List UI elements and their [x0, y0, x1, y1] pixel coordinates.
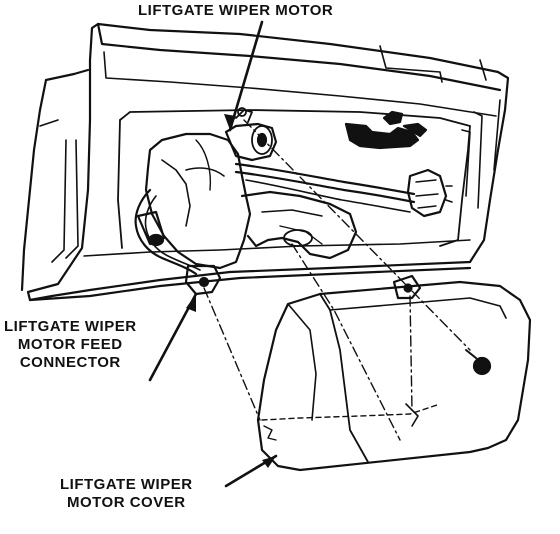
motor-bracket — [240, 190, 358, 260]
panel-left-edge — [20, 72, 76, 292]
leader-feed-arrow — [186, 294, 196, 312]
label-cover-line-2: MOTOR COVER — [66, 494, 186, 511]
wiring-harness — [234, 162, 416, 196]
panel-top-flange — [96, 22, 502, 92]
panel-bottom-lip — [28, 266, 472, 302]
guide-line — [203, 287, 261, 421]
cover-screw — [472, 356, 492, 376]
cover-hidden-edge — [261, 403, 441, 421]
panel-top-rib — [103, 51, 497, 117]
liftgate-panel — [26, 22, 510, 302]
label-motor-text: LIFTGATE WIPER MOTOR — [138, 2, 334, 19]
panel-opening — [344, 122, 420, 150]
label-liftgate-wiper-motor: LIFTGATE WIPER MOTOR — [138, 2, 333, 20]
feed-connector — [184, 264, 222, 296]
feed-connector-plug — [136, 210, 166, 246]
label-feed-connector: LIFTGATE WIPER MOTOR FEED CONNECTOR — [4, 318, 137, 372]
leader-cover-arrow — [262, 456, 276, 468]
leader-motor — [228, 20, 264, 132]
label-motor-cover: LIFTGATE WIPER MOTOR COVER — [60, 476, 193, 512]
harness-connector-right — [406, 168, 448, 218]
wiper-motor-gearbox — [224, 122, 278, 162]
cover-mount-tab — [392, 274, 422, 300]
label-feed-line-2: MOTOR FEED — [17, 336, 123, 353]
motor-feed-wire — [134, 188, 198, 276]
motor-cover — [256, 280, 532, 472]
label-feed-line-1: LIFTGATE WIPER — [4, 318, 137, 335]
leader-motor-arrow — [224, 114, 236, 130]
label-cover-line-1: LIFTGATE WIPER — [60, 476, 193, 493]
label-feed-line-3: CONNECTOR — [19, 354, 121, 371]
panel-inner-frame — [119, 109, 471, 247]
